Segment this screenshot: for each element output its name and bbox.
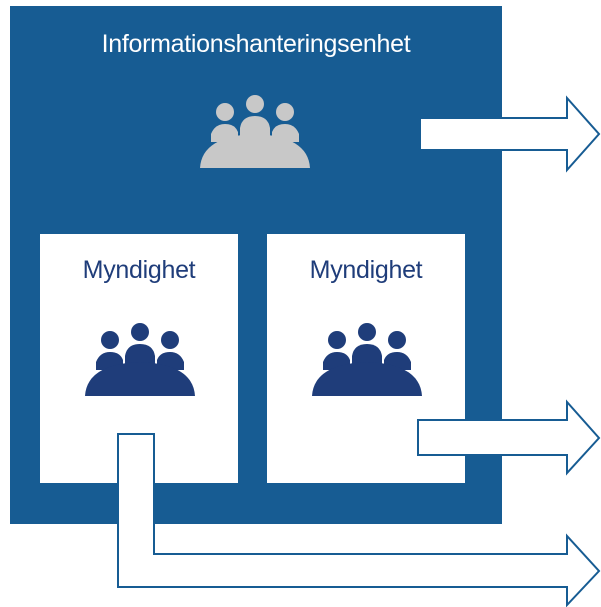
information-management-unit: Informationshanteringsenhet Myndighet [10,6,502,524]
arrow-right-top [419,95,601,173]
people-group-icon [85,323,195,396]
authority-title: Myndighet [82,256,196,284]
authority-title: Myndighet [309,256,423,284]
unit-title: Informationshanteringsenhet [101,30,411,58]
arrow-right-middle [417,399,601,476]
people-group-icon [312,323,422,396]
arrow-bend-bottom [117,433,601,607]
people-group-icon [200,95,310,168]
